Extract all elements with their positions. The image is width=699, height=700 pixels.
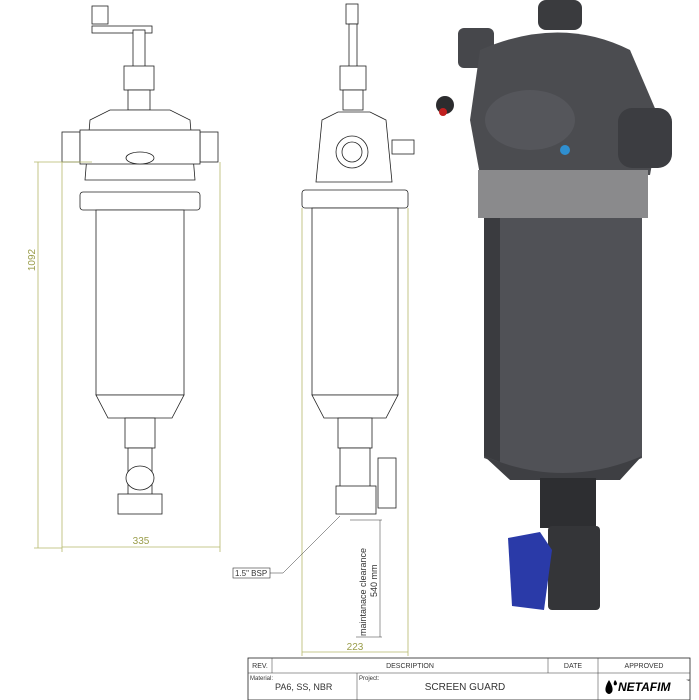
- connection-callout: 1.5" BSP: [235, 569, 267, 578]
- filter-render: [436, 0, 672, 610]
- side-dimensions: 223 maintanace clearance 540 mm 1.5" BSP: [232, 208, 409, 656]
- project-value: SCREEN GUARD: [425, 682, 506, 693]
- netafim-logo: NETAFIM: [618, 680, 671, 694]
- rev-header: REV.: [252, 663, 268, 670]
- approved-header: APPROVED: [625, 663, 664, 670]
- logo-trademark: ™: [686, 678, 690, 683]
- front-dimensions: 1092 335: [27, 161, 221, 552]
- description-header: DESCRIPTION: [386, 663, 434, 670]
- material-value: PA6, SS, NBR: [275, 682, 333, 692]
- valve-handle: [508, 532, 552, 610]
- handle: [91, 5, 109, 25]
- side-view: [301, 3, 415, 515]
- clearance-value: 540 mm: [369, 564, 379, 597]
- clearance-label: maintanace clearance: [358, 548, 368, 636]
- material-label: Material:: [250, 676, 273, 682]
- front-width-dimension: 335: [133, 536, 150, 547]
- title-block: REV. DESCRIPTION DATE APPROVED Material:…: [247, 657, 691, 700]
- side-width-dimension: 223: [347, 642, 364, 653]
- date-header: DATE: [564, 663, 582, 670]
- project-label: Project:: [359, 676, 380, 682]
- front-view: [61, 5, 219, 515]
- height-dimension: 1092: [27, 248, 38, 271]
- netafim-drop-icon: [605, 680, 613, 694]
